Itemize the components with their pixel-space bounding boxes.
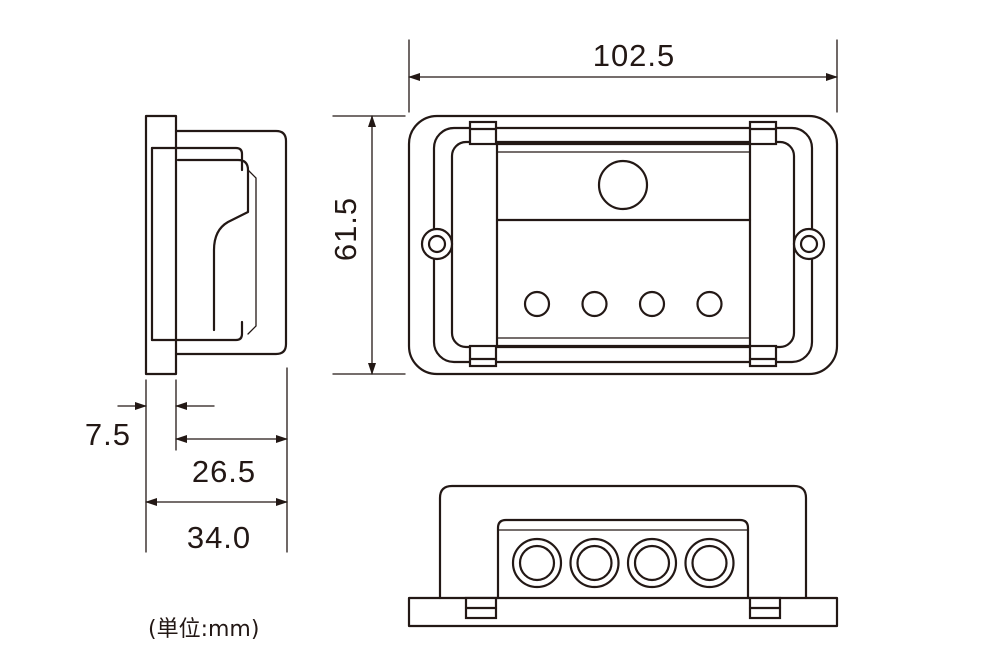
bottom-view — [407, 484, 839, 628]
bottom-port-inner-4 — [691, 544, 728, 582]
front-terminal-holes — [523, 290, 723, 318]
front-dimensions: 102.5 61.5 — [328, 38, 838, 375]
side-cover-edge — [247, 169, 257, 335]
side-view — [144, 114, 288, 376]
mount-hole-right-outer — [792, 227, 826, 261]
mount-hole-right-inner — [799, 234, 819, 254]
side-cover-top — [150, 146, 244, 172]
bottom-port-outer-4 — [684, 537, 735, 589]
main-terminal-hole — [597, 159, 649, 211]
clip-bottom-right — [748, 344, 778, 368]
bottom-flange — [407, 596, 839, 628]
bottom-port-inner-1 — [518, 544, 556, 582]
front-terminal-hole-2 — [581, 290, 608, 318]
side-dimensions: 7.5 26.5 34.0 — [85, 367, 288, 555]
clip-top-left — [468, 120, 498, 146]
bottom-port-inner-3 — [633, 544, 671, 582]
dim-flange-label: 7.5 — [85, 417, 131, 452]
bottom-port-outer-2 — [569, 537, 620, 589]
front-view — [407, 114, 839, 376]
front-body-outline — [432, 126, 814, 364]
front-terminal-hole-4 — [696, 290, 723, 318]
dim-width-label: 102.5 — [593, 38, 676, 73]
front-flange-outline — [407, 114, 839, 376]
bottom-port-outer-3 — [626, 537, 678, 589]
clip-bottom-left — [468, 344, 498, 368]
side-cover-bottom — [150, 320, 244, 342]
clip-top-right — [748, 120, 778, 146]
bottom-terminal-outline — [496, 518, 750, 600]
bottom-port-outer-1 — [511, 537, 563, 589]
dim-total-label: 34.0 — [187, 520, 251, 555]
dim-height-label: 61.5 — [328, 197, 363, 261]
mount-hole-left-inner — [427, 234, 447, 254]
mount-hole-left-outer — [420, 227, 454, 261]
side-step-profile — [176, 158, 250, 332]
side-flange — [144, 114, 178, 376]
front-terminal-hole-1 — [523, 290, 551, 318]
bottom-cable-ports — [511, 537, 735, 589]
dim-body-label: 26.5 — [192, 454, 256, 489]
front-cover-outline — [450, 140, 796, 349]
terminal-block — [495, 142, 752, 348]
side-body-outline — [174, 129, 288, 356]
unit-note: (単位:mm) — [148, 617, 259, 642]
bottom-body-outline — [438, 484, 808, 600]
front-terminal-hole-3 — [638, 290, 666, 318]
bottom-port-inner-2 — [576, 544, 613, 582]
